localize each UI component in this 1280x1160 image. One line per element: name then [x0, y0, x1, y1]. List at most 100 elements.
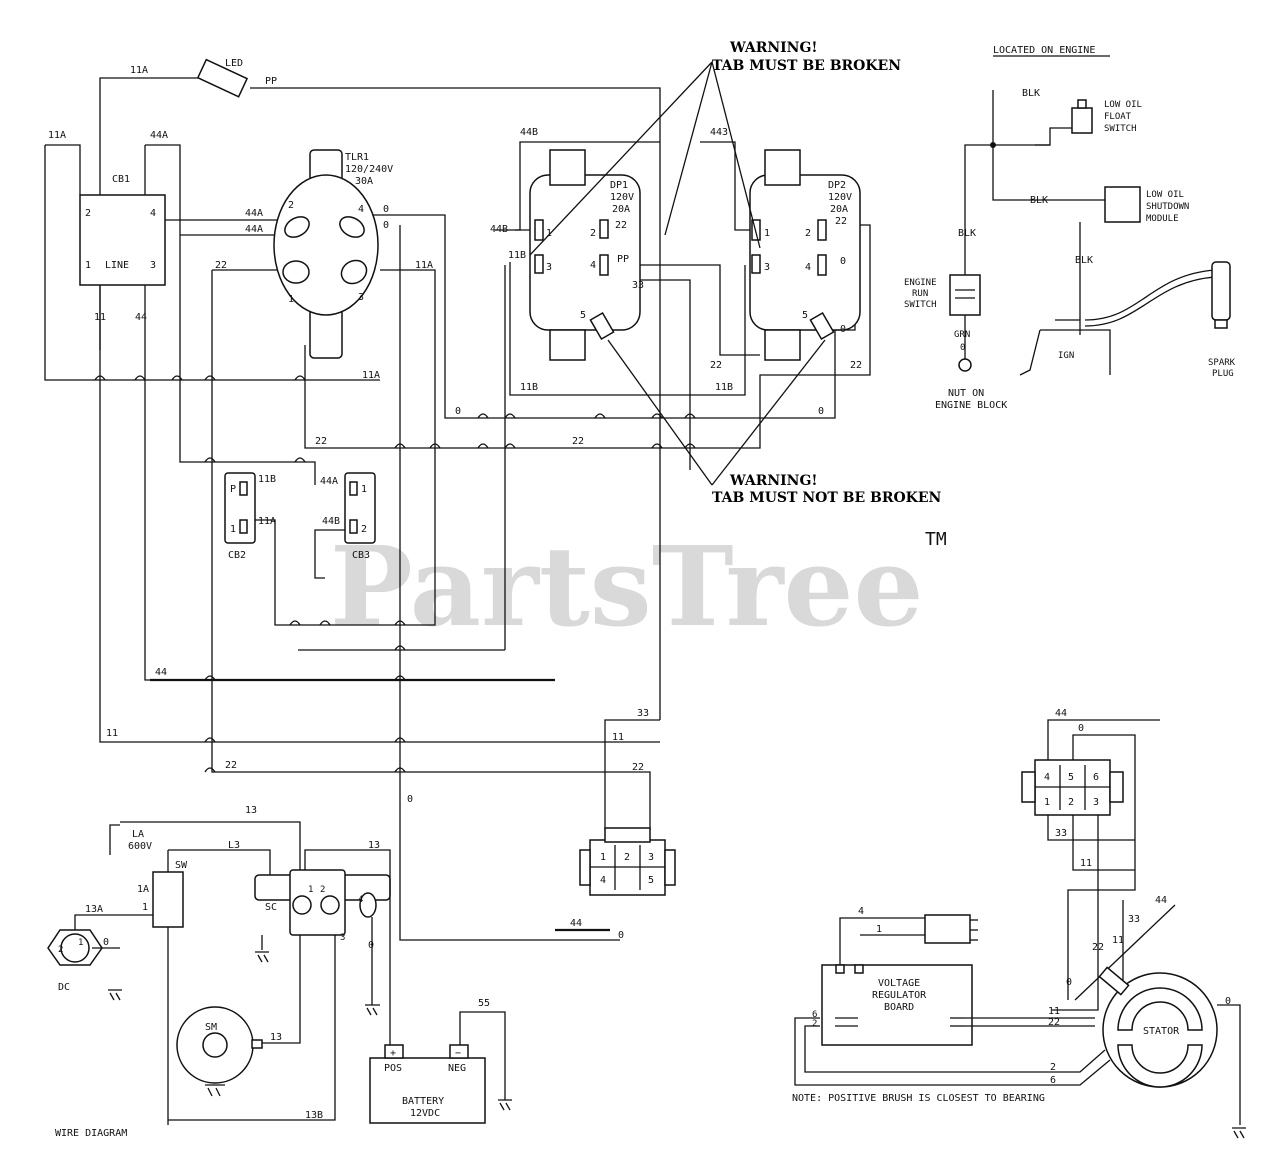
sw-term-1: 1 — [142, 902, 148, 913]
shutdown-label-2: SHUTDOWN — [1146, 202, 1189, 212]
cb3-term-2: 2 — [361, 524, 367, 535]
dp2-label: DP2 — [828, 180, 846, 191]
wire-label: 44A — [150, 130, 168, 141]
warning-bottom-sub: TAB MUST NOT BE BROKEN — [712, 490, 941, 506]
cb2-term-1: 1 — [230, 524, 236, 535]
wire-label: 11A — [362, 370, 380, 381]
conn6-pin-6: 6 — [1093, 772, 1099, 783]
wire-label: 6 — [1050, 1075, 1056, 1086]
wire-label: 0 — [618, 930, 624, 941]
warning-top: WARNING! TAB MUST BE BROKEN — [529, 40, 901, 256]
warning-top-title: WARNING! — [729, 40, 818, 56]
wire-label: 44B — [520, 127, 538, 138]
grn-label: GRN — [954, 330, 970, 340]
wire-label: 4 — [858, 906, 864, 917]
battery-neg-label: NEG — [448, 1063, 466, 1074]
wire-label: 11B — [258, 474, 276, 485]
center-connector: 1 2 3 4 5 — [579, 827, 676, 896]
wire-label: 44A — [320, 476, 338, 487]
starter-section: 2 1 DC 0 13A LA 600V 13 SW 1A 1 L3 SC 1 … — [47, 805, 512, 1125]
cb1-line-label: LINE — [105, 260, 129, 271]
cb1-term-2: 2 — [85, 208, 91, 219]
float-switch-label-3: SWITCH — [1104, 124, 1137, 134]
wire-label: 22 — [1048, 1017, 1060, 1028]
sc-term-4: 4 — [358, 895, 363, 905]
wire-label: L3 — [228, 840, 240, 851]
nut-label-2: ENGINE BLOCK — [935, 400, 1007, 411]
engine-located-label: LOCATED ON ENGINE — [993, 45, 1095, 56]
wire-label: 11 — [612, 732, 624, 743]
wire-label: 11 — [1112, 935, 1124, 946]
tlr-term-2: 2 — [288, 200, 294, 211]
float-switch-label-1: LOW OIL — [1104, 100, 1142, 110]
nut-label-1: NUT ON — [948, 388, 984, 399]
cb2-breaker: P 1 CB2 — [224, 472, 256, 561]
ign-label: IGN — [1058, 351, 1074, 361]
wire-label: 22 — [225, 760, 237, 771]
wire-label: 44B — [490, 224, 508, 235]
wire-label: 11B — [715, 382, 733, 393]
sc-label: SC — [265, 902, 277, 913]
wire-label: 0 — [840, 256, 846, 267]
wire-label: 0 — [1078, 723, 1084, 734]
wire-label: 443 — [710, 127, 728, 138]
twist-lock-receptacle: TLR1 120/240V 30A 2 4 1 3 — [273, 149, 393, 359]
dp2-term-1: 1 — [764, 228, 770, 239]
sc-term-2: 2 — [320, 885, 325, 895]
wire-label: 11 — [1048, 1006, 1060, 1017]
wire-zero-label: 0 — [960, 343, 965, 353]
dp1-term-2: 2 — [590, 228, 596, 239]
led-indicator: LED — [196, 58, 249, 98]
wire-label: 1 — [876, 924, 882, 935]
cb3-breaker: 1 2 CB3 — [344, 472, 376, 561]
spark-plug-label-2: PLUG — [1212, 369, 1234, 379]
dc-outlet-label: DC — [58, 982, 70, 993]
wire-label: 33 — [1055, 828, 1067, 839]
wire-label: 44 — [1055, 708, 1067, 719]
wire-label: 11A — [415, 260, 433, 271]
wire-label: 44 — [155, 667, 167, 678]
tlr-label-1: TLR1 — [345, 152, 369, 163]
conn6-pin-5: 5 — [1068, 772, 1074, 783]
shutdown-label-1: LOW OIL — [1146, 190, 1184, 200]
watermark: PartsTree — [330, 522, 924, 651]
wire-label: 44 — [570, 918, 582, 929]
wire-label: 44A — [245, 208, 263, 219]
cb3-term-1: 1 — [361, 484, 367, 495]
wire-label: 0 — [455, 406, 461, 417]
wire-label: 33 — [1128, 914, 1140, 925]
tlr-term-1: 1 — [288, 294, 294, 305]
conn-pin-4: 4 — [600, 875, 606, 886]
diagram-title: WIRE DIAGRAM — [55, 1128, 127, 1139]
battery-label-1: BATTERY — [402, 1096, 444, 1107]
wire-label: 0 — [1225, 996, 1231, 1007]
run-switch-label-1: ENGINE — [904, 278, 937, 288]
engine-blk-2: BLK — [1030, 195, 1048, 206]
battery-plus: + — [390, 1048, 396, 1059]
wire-label: 0 — [103, 937, 109, 948]
battery-label-2: 12VDC — [410, 1108, 440, 1119]
warning-top-sub: TAB MUST BE BROKEN — [712, 58, 901, 74]
tlr-label-2: 120/240V — [345, 164, 393, 175]
cb2-term-p: P — [230, 484, 236, 495]
cb1-label: CB1 — [112, 174, 130, 185]
wire-label: 11 — [106, 728, 118, 739]
wire-label: 33 — [632, 280, 644, 291]
la-label-1: LA — [132, 829, 144, 840]
wire-label: 11 — [94, 312, 106, 323]
watermark-tm: TM — [925, 529, 947, 550]
starter-motor-label: SM — [205, 1022, 217, 1033]
wire-label: 44 — [1155, 895, 1167, 906]
wire-label: 0 — [383, 220, 389, 231]
dp1-term-1: 1 — [546, 228, 552, 239]
float-switch-label-2: FLOAT — [1104, 112, 1132, 122]
tlr-label-3: 30A — [355, 176, 373, 187]
conn6-pin-4: 4 — [1044, 772, 1050, 783]
wire-label: 0 — [840, 324, 846, 335]
dc-term-2: 2 — [58, 945, 63, 955]
sw-term-1a: 1A — [137, 884, 149, 895]
shutdown-label-3: MODULE — [1146, 214, 1179, 224]
wire-label: 13 — [245, 805, 257, 816]
dp2-term-3: 3 — [764, 262, 770, 273]
